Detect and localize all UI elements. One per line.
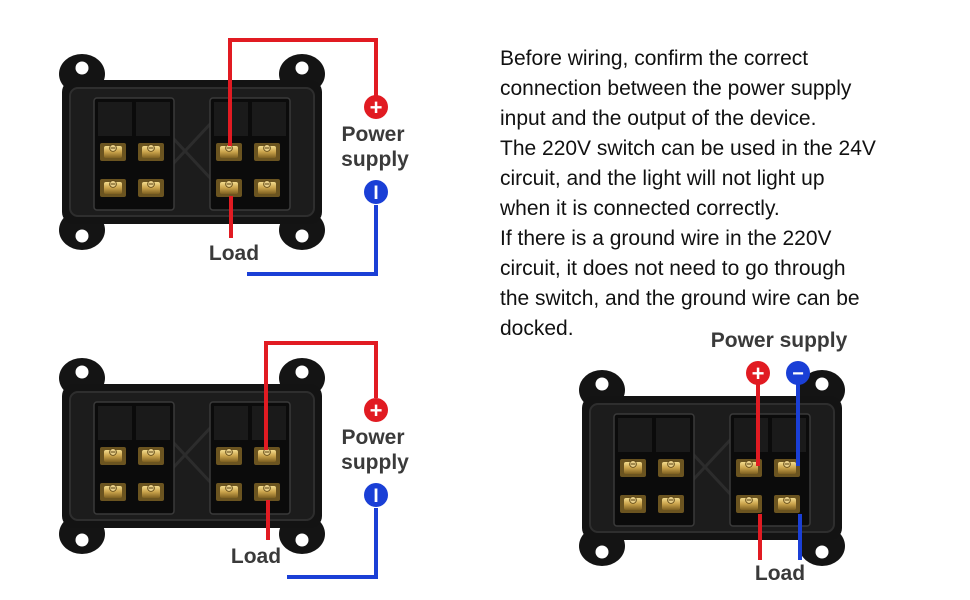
negative-wire <box>287 508 378 579</box>
minus-icon <box>364 180 388 204</box>
plus-sign: + <box>370 398 383 423</box>
minus-sign: − <box>792 363 804 385</box>
note-line: input and the output of the device. <box>500 107 817 130</box>
plus-icon <box>746 361 770 385</box>
diagram-top-left: + I Power supply Load <box>59 38 409 276</box>
power-label-line1: Power <box>341 426 404 449</box>
plus-sign: + <box>370 95 383 120</box>
minus-icon <box>786 361 810 385</box>
negative-wire <box>247 205 378 276</box>
power-label: Power supply <box>711 329 848 352</box>
wiring-instructions: Before wiring, confirm the correct conne… <box>500 44 950 344</box>
note-line: circuit, and the light will not light up <box>500 167 825 190</box>
switch-housing <box>59 54 325 250</box>
note-line: the switch, and the ground wire can be <box>500 287 860 310</box>
load-label: Load <box>755 562 805 585</box>
minus-sign: I <box>373 183 378 204</box>
note-line: Before wiring, confirm the correct <box>500 47 809 70</box>
plus-sign: + <box>752 361 765 386</box>
note-line: If there is a ground wire in the 220V <box>500 227 832 250</box>
switch-housing <box>579 370 845 566</box>
note-line: when it is connected correctly. <box>500 197 780 220</box>
note-line: The 220V switch can be used in the 24V <box>500 137 876 160</box>
plus-icon <box>364 398 388 422</box>
plus-icon <box>364 95 388 119</box>
load-label: Load <box>231 545 281 568</box>
diagram-bottom-right: + − Power supply Load <box>579 329 848 585</box>
minus-sign: I <box>373 486 378 507</box>
power-label-line1: Power <box>341 123 404 146</box>
positive-wire <box>228 38 378 146</box>
load-label: Load <box>209 242 259 265</box>
diagram-bottom-left: + I Power supply Load <box>59 341 409 579</box>
minus-icon <box>364 483 388 507</box>
power-label-line2: supply <box>341 451 409 474</box>
note-line: connection between the power supply <box>500 77 852 100</box>
power-label-line2: supply <box>341 148 409 171</box>
note-line: docked. <box>500 317 574 340</box>
positive-wire <box>264 341 378 450</box>
switch-housing <box>59 358 325 554</box>
note-line: circuit, it does not need to go through <box>500 257 846 280</box>
